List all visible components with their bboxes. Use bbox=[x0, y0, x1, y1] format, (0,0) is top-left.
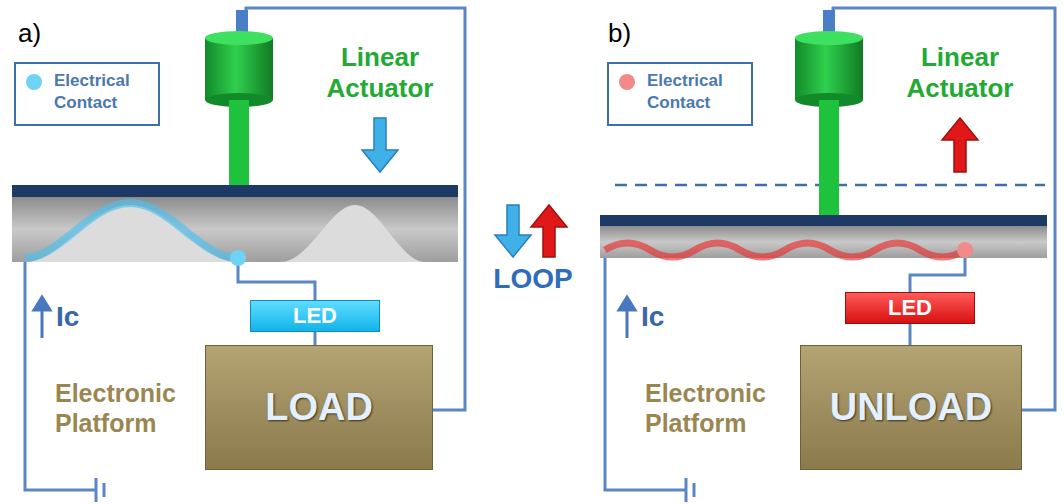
box-label: LED bbox=[293, 303, 337, 329]
legend-entry: Electrical Contact bbox=[607, 62, 753, 126]
platform-box: UNLOAD bbox=[800, 345, 1022, 470]
platform-box: LOAD bbox=[205, 345, 433, 470]
box-label: LOAD bbox=[265, 386, 373, 429]
contact-dot bbox=[230, 250, 246, 266]
actuator-body bbox=[795, 31, 863, 45]
loop-label: LOOP bbox=[485, 262, 581, 296]
loop-arrow bbox=[531, 205, 567, 257]
actuator-body bbox=[795, 38, 863, 100]
load-arrow bbox=[362, 118, 398, 172]
actuator-rod bbox=[229, 100, 249, 185]
led-box: LED bbox=[845, 292, 975, 324]
legend-entry: Electrical Contact bbox=[14, 62, 160, 126]
actuator-label: Linear Actuator bbox=[300, 42, 460, 104]
current-label: Ic bbox=[56, 300, 106, 334]
legend-text: Electrical Contact bbox=[54, 70, 152, 114]
current-label: Ic bbox=[641, 300, 691, 334]
legend-swatch bbox=[26, 74, 42, 90]
current-arrow bbox=[34, 297, 50, 338]
gel-bump bbox=[280, 205, 425, 262]
wire-connector bbox=[909, 324, 912, 345]
platform-label: Electronic Platform bbox=[55, 378, 200, 438]
wire bbox=[25, 8, 465, 502]
box-label: LED bbox=[888, 295, 932, 321]
led-box: LED bbox=[250, 300, 380, 332]
plate bbox=[12, 185, 458, 197]
contact-wave bbox=[605, 243, 965, 257]
legend-swatch bbox=[619, 74, 635, 90]
contact-dot bbox=[957, 242, 973, 258]
box-label: UNLOAD bbox=[830, 386, 993, 429]
contact-wave bbox=[25, 203, 238, 258]
panel-letter: b) bbox=[608, 18, 668, 49]
wire-connector bbox=[314, 332, 317, 345]
gel-layer bbox=[600, 226, 1047, 258]
actuator-rod bbox=[819, 100, 839, 215]
actuator-label: Linear Actuator bbox=[880, 42, 1040, 104]
gel-bump bbox=[25, 205, 238, 262]
panel-letter: a) bbox=[18, 18, 78, 49]
platform-label: Electronic Platform bbox=[645, 378, 790, 438]
actuator-body bbox=[205, 31, 273, 45]
loop-arrow bbox=[495, 205, 531, 257]
legend-text: Electrical Contact bbox=[647, 70, 745, 114]
actuator-body bbox=[205, 38, 273, 100]
current-arrow bbox=[619, 297, 635, 338]
plate bbox=[600, 215, 1047, 226]
unload-arrow bbox=[942, 118, 978, 172]
